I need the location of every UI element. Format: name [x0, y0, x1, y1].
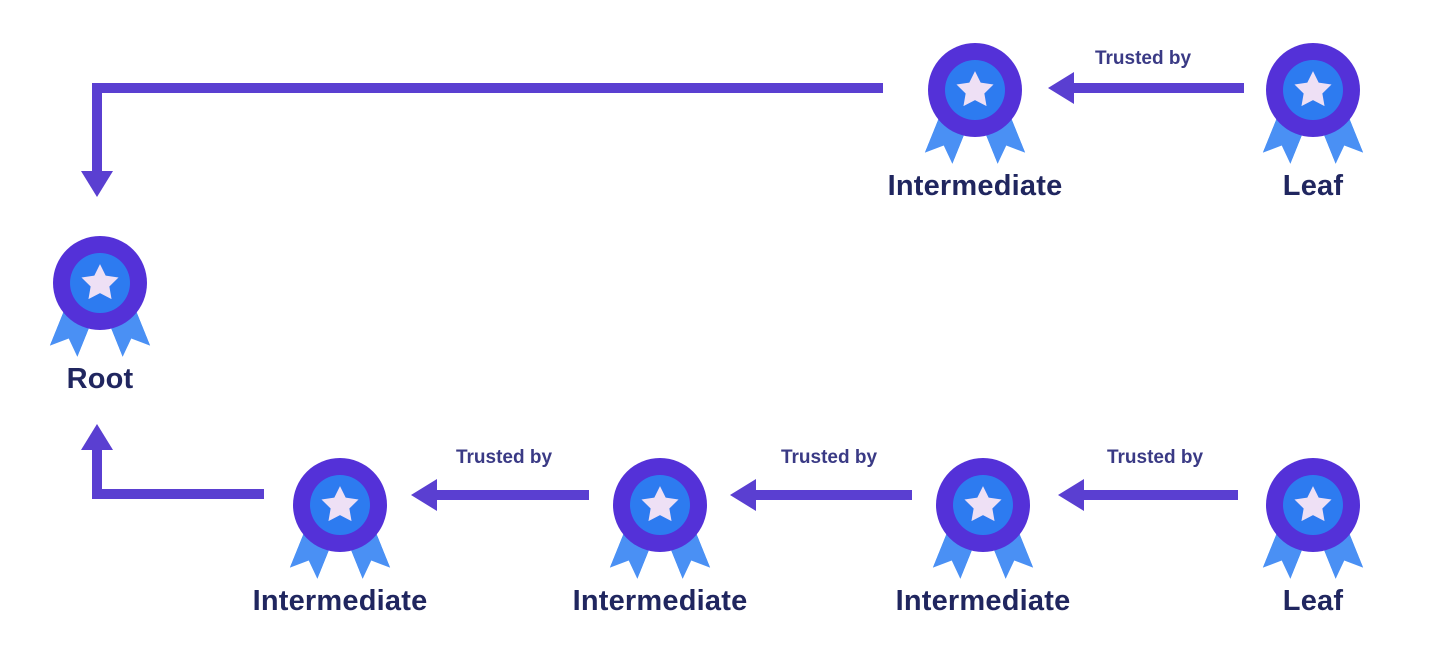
star-icon: [956, 71, 994, 107]
medal-outer-disc: [293, 458, 387, 552]
arrow-head-leaf-bottom-to-intermediate-3: [1058, 479, 1084, 511]
star-icon: [81, 264, 119, 300]
node-label: Root: [66, 363, 134, 395]
arrow-head-intermediate-1-to-root: [81, 424, 113, 450]
arrow-segment-intermediate-1-to-root: [92, 447, 102, 499]
cert-node-leaf-top: Leaf: [1193, 40, 1433, 203]
certificate-medal-icon: [290, 455, 390, 579]
arrow-segment-intermediate-top-to-root: [92, 83, 883, 93]
medal-inner-disc: [1283, 475, 1343, 535]
arrow-head-leaf-top-to-intermediate-top: [1048, 72, 1074, 104]
medal-inner-disc: [310, 475, 370, 535]
arrow-segment-leaf-bottom-to-intermediate-3: [1084, 490, 1238, 500]
medal-inner-disc: [945, 60, 1005, 120]
medal-inner-disc: [70, 253, 130, 313]
node-label: Intermediate: [572, 585, 748, 617]
certificate-medal-icon: [50, 233, 150, 357]
star-icon: [321, 486, 359, 522]
certificate-medal-icon: [610, 455, 710, 579]
node-label: Leaf: [1282, 585, 1344, 617]
trusted-by-label: Trusted by: [780, 447, 878, 468]
arrow-segment-intermediate-2-to-intermediate-1: [437, 490, 589, 500]
certificate-medal-icon: [925, 40, 1025, 164]
node-label: Intermediate: [252, 585, 428, 617]
cert-node-root: Root: [0, 233, 220, 396]
medal-outer-disc: [928, 43, 1022, 137]
medal-outer-disc: [613, 458, 707, 552]
cert-node-intermediate-3: Intermediate: [863, 455, 1103, 618]
medal-inner-disc: [630, 475, 690, 535]
trusted-by-label: Trusted by: [1106, 447, 1204, 468]
node-label: Intermediate: [895, 585, 1071, 617]
certificate-medal-icon: [1263, 40, 1363, 164]
arrow-segment-intermediate-3-to-intermediate-2: [756, 490, 912, 500]
cert-node-leaf-bottom: Leaf: [1193, 455, 1433, 618]
star-icon: [1294, 71, 1332, 107]
medal-outer-disc: [936, 458, 1030, 552]
medal-outer-disc: [1266, 43, 1360, 137]
arrow-segment-intermediate-top-to-root: [92, 83, 102, 178]
arrow-segment-intermediate-1-to-root: [92, 489, 264, 499]
medal-inner-disc: [953, 475, 1013, 535]
star-icon: [641, 486, 679, 522]
trusted-by-label: Trusted by: [1094, 48, 1192, 69]
cert-node-intermediate-top: Intermediate: [855, 40, 1095, 203]
medal-inner-disc: [1283, 60, 1343, 120]
medal-outer-disc: [53, 236, 147, 330]
arrow-head-intermediate-3-to-intermediate-2: [730, 479, 756, 511]
certificate-medal-icon: [933, 455, 1033, 579]
cert-node-intermediate-1: Intermediate: [220, 455, 460, 618]
trusted-by-label: Trusted by: [455, 447, 553, 468]
star-icon: [964, 486, 1002, 522]
cert-node-intermediate-2: Intermediate: [540, 455, 780, 618]
arrow-head-intermediate-top-to-root: [81, 171, 113, 197]
arrow-head-intermediate-2-to-intermediate-1: [411, 479, 437, 511]
node-label: Leaf: [1282, 170, 1344, 202]
arrow-segment-leaf-top-to-intermediate-top: [1074, 83, 1244, 93]
certificate-medal-icon: [1263, 455, 1363, 579]
node-label: Intermediate: [887, 170, 1063, 202]
medal-outer-disc: [1266, 458, 1360, 552]
star-icon: [1294, 486, 1332, 522]
